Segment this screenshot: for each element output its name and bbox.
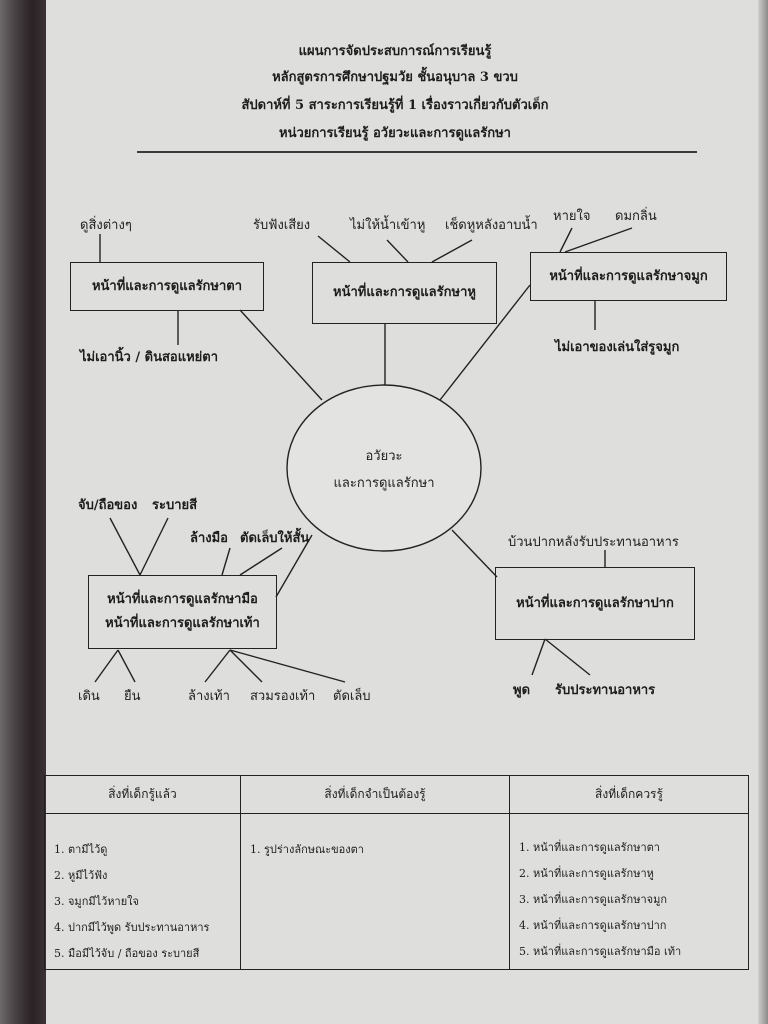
title: แผนการจัดประสบการณ์การเรียนรู้ — [298, 44, 492, 59]
mouth-top-label: บ้วนปากหลังรับประทานอาหาร — [508, 535, 679, 550]
nose-bottom-label: ไม่เอาของเล่นใส่รูจมูก — [555, 340, 680, 355]
foot-item: ตัดเล็บ — [333, 689, 371, 704]
center-label-1: อวัยวะ — [365, 449, 403, 464]
hand-item: ล้างมือ — [190, 531, 228, 546]
list-item: 4. หน้าที่และการดูแลรักษาปาก — [519, 919, 667, 932]
foot-item: ยืน — [124, 689, 141, 704]
nose-item: ดมกลิ่น — [615, 209, 657, 224]
nose-box: หน้าที่และการดูแลรักษาจมูก — [530, 252, 727, 301]
should-know-cell: 1. หน้าที่และการดูแลรักษาตา 2. หน้าที่แล… — [509, 813, 749, 970]
ear-box-label: หน้าที่และการดูแลรักษาหู — [333, 285, 476, 300]
header-known: สิ่งที่เด็กรู้แล้ว — [44, 775, 241, 814]
eye-box: หน้าที่และการดูแลรักษาตา — [70, 262, 264, 311]
book-binding — [0, 0, 46, 1024]
eye-box-label: หน้าที่และการดูแลรักษาตา — [91, 278, 243, 294]
nose-box-label: หน้าที่และการดูแลรักษาจมูก — [549, 268, 708, 284]
ear-item: รับฟังเสียง — [253, 218, 311, 233]
list-item: 2. หูมีไว้ฟัง — [54, 869, 108, 882]
subtitle-unit: หน่วยการเรียนรู้ อวัยวะและการดูแลรักษา — [279, 126, 511, 141]
nose-item: หายใจ — [553, 209, 591, 224]
list-item: 5. มือมีไว้จับ / ถือของ ระบายสี — [54, 947, 200, 960]
header-must-know: สิ่งที่เด็กจำเป็นต้องรู้ — [240, 775, 510, 814]
known-cell: 1. ตามีไว้ดู 2. หูมีไว้ฟัง 3. จมูกมีไว้ห… — [44, 813, 241, 970]
hand-item: ตัดเล็บให้สั้น — [240, 531, 310, 546]
subtitle-curriculum: หลักสูตรการศึกษาปฐมวัย ชั้นอนุบาล 3 ขวบ — [272, 70, 518, 85]
foot-item: สวมรองเท้า — [250, 689, 316, 704]
mouth-item: รับประทานอาหาร — [555, 683, 656, 698]
hand-item: จับ/ถือของ — [78, 498, 138, 513]
mouth-box-label: หน้าที่และการดูแลรักษาปาก — [516, 595, 674, 611]
must-know-cell: 1. รูปร่างลักษณะของตา — [240, 813, 510, 970]
ear-item: เช็ดหูหลังอาบน้ำ — [445, 218, 538, 233]
ear-item: ไม่ให้น้ำเข้าหู — [350, 218, 426, 233]
list-item: 2. หน้าที่และการดูแลรักษาหู — [519, 867, 654, 880]
hand-item: ระบายสี — [152, 498, 198, 513]
list-item: 4. ปากมีไว้พูด รับประทานอาหาร — [54, 921, 210, 934]
hand-foot-box: หน้าที่และการดูแลรักษามือ หน้าที่และการด… — [88, 575, 277, 649]
subtitle-week: สัปดาห์ที่ 5 สาระการเรียนรู้ที่ 1 เรื่อง… — [241, 98, 549, 113]
learning-table: สิ่งที่เด็กรู้แล้ว สิ่งที่เด็กจำเป็นต้อง… — [44, 775, 749, 970]
ear-box: หน้าที่และการดูแลรักษาหู — [312, 262, 497, 324]
list-item: 1. ตามีไว้ดู — [54, 843, 108, 856]
list-item: 3. จมูกมีไว้หายใจ — [54, 895, 139, 908]
list-item: 3. หน้าที่และการดูแลรักษาจมูก — [519, 893, 668, 906]
foot-item: ล้างเท้า — [188, 689, 230, 704]
header-should-know: สิ่งที่เด็กควรรู้ — [509, 775, 749, 814]
mouth-box: หน้าที่และการดูแลรักษาปาก — [495, 567, 695, 640]
foot-box-label: หน้าที่และการดูแลรักษาเท้า — [105, 616, 260, 631]
list-item: 1. หน้าที่และการดูแลรักษาตา — [519, 841, 660, 854]
list-item: 1. รูปร่างลักษณะของตา — [250, 843, 364, 856]
eye-bottom-label: ไม่เอานิ้ว / ดินสอแหย่ตา — [80, 350, 219, 365]
center-label-2: และการดูแลรักษา — [333, 476, 435, 491]
list-item: 5. หน้าที่และการดูแลรักษามือ เท้า — [519, 945, 682, 958]
mouth-item: พูด — [513, 683, 531, 698]
page-edge — [758, 0, 768, 1024]
hand-box-label: หน้าที่และการดูแลรักษามือ — [107, 592, 258, 607]
foot-item: เดิน — [78, 689, 100, 704]
eye-top-label: ดูสิ่งต่างๆ — [80, 218, 132, 233]
